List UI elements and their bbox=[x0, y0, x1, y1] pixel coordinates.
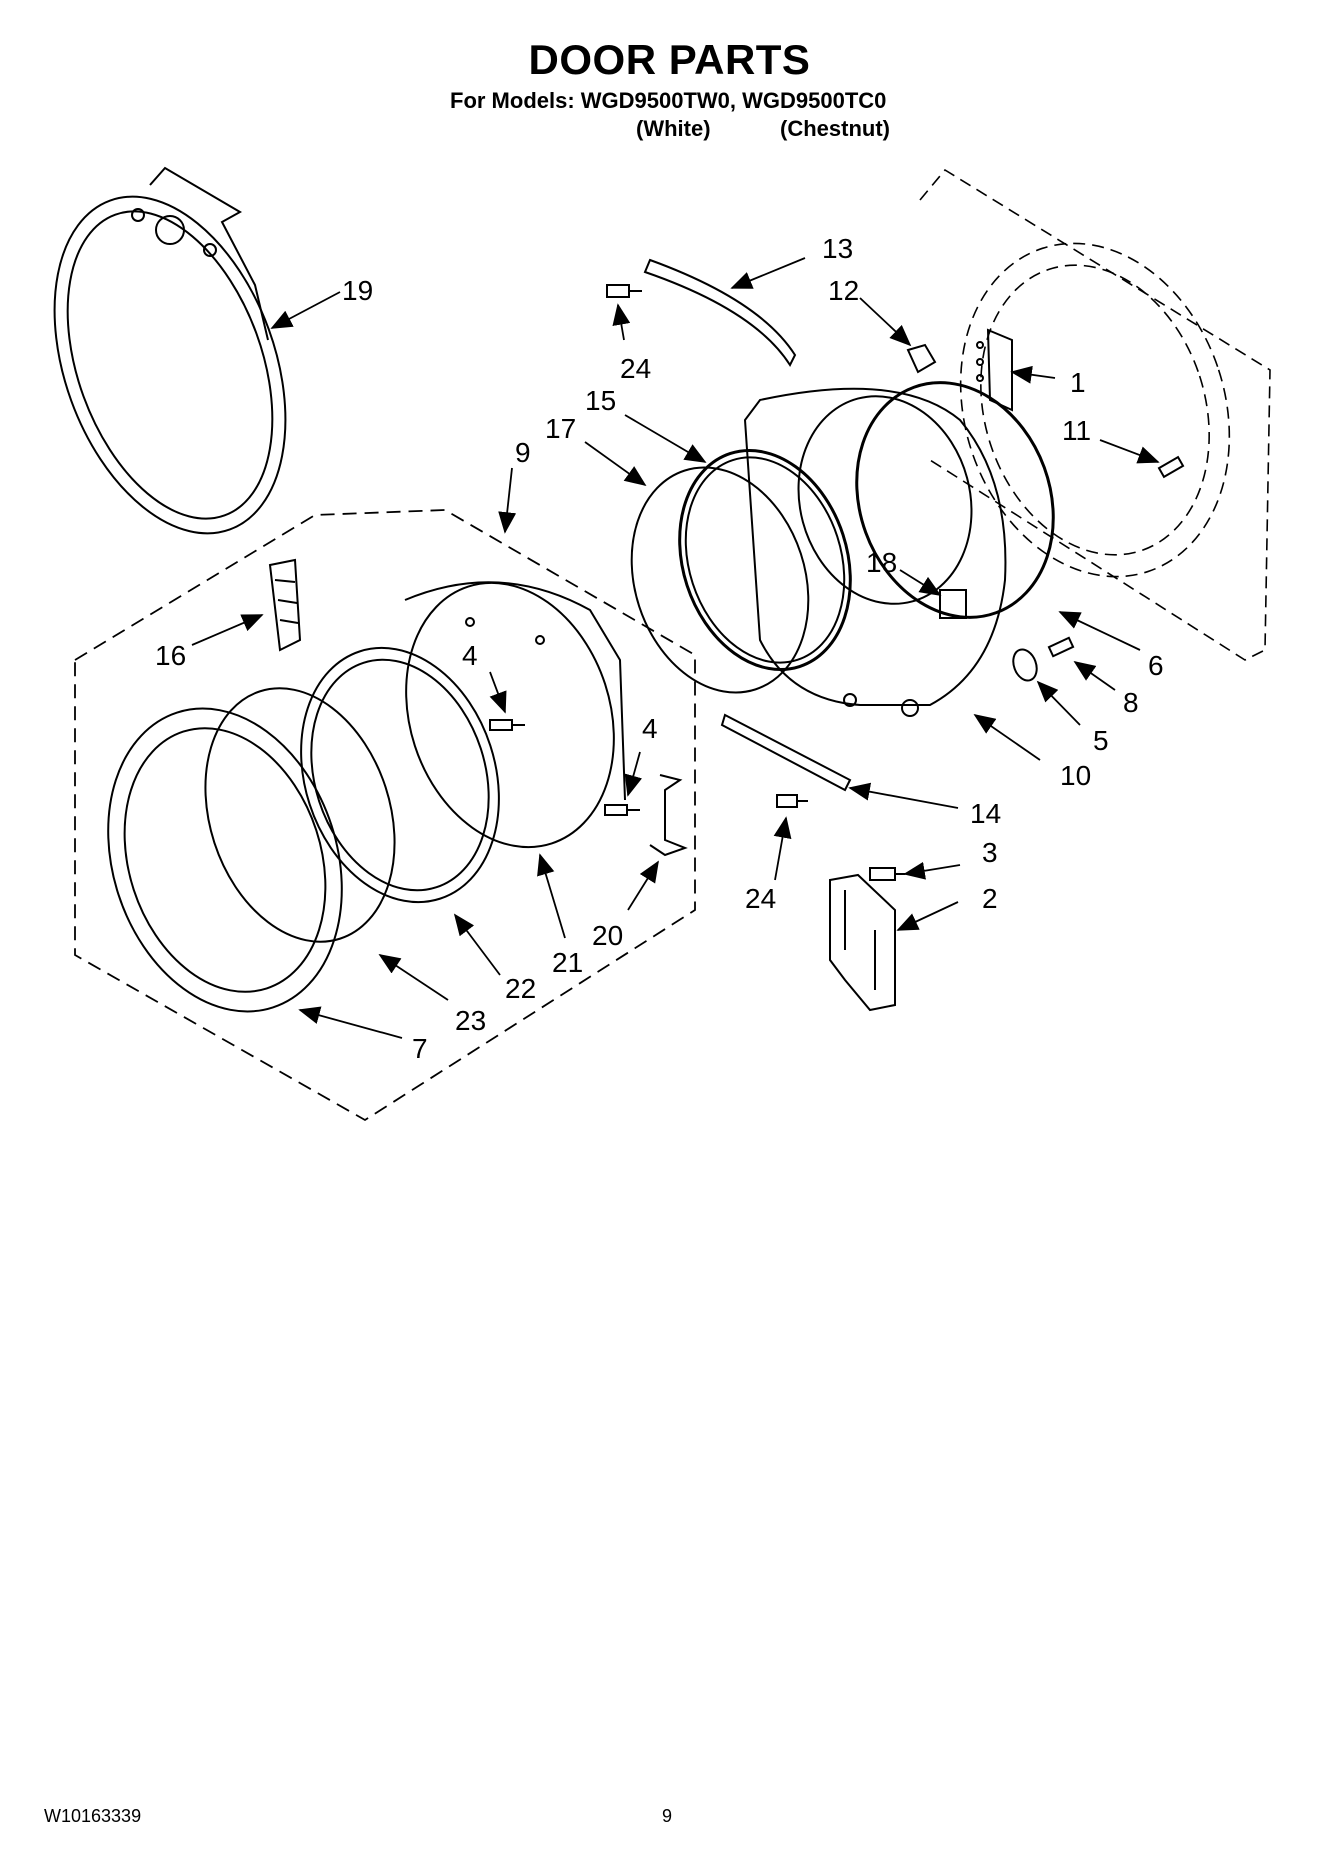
part-10-front-panel bbox=[743, 387, 1007, 717]
part-20-strike-bracket bbox=[649, 774, 688, 857]
leader-18 bbox=[899, 569, 942, 596]
callout-17: 17 bbox=[545, 413, 576, 444]
part-6-front-seal bbox=[855, 381, 1055, 619]
color-white-label: (White) bbox=[636, 116, 711, 141]
leader-2 bbox=[896, 901, 959, 931]
callout-24-top: 24 bbox=[620, 353, 651, 384]
leader-22 bbox=[453, 913, 501, 976]
leader-1 bbox=[1010, 365, 1056, 384]
part-19-drum-front-bearing-ring bbox=[53, 166, 287, 535]
callout-9: 9 bbox=[515, 437, 531, 468]
leader-24-bottom bbox=[773, 816, 792, 881]
callout-16: 16 bbox=[155, 640, 186, 671]
leader-14 bbox=[848, 782, 959, 809]
callout-1: 1 bbox=[1070, 367, 1086, 398]
part-22-inner-door-ring bbox=[300, 646, 500, 904]
callout-10: 10 bbox=[1060, 760, 1091, 791]
leader-10 bbox=[973, 713, 1041, 761]
part-5-washer bbox=[1012, 648, 1038, 682]
leader-4-upper bbox=[489, 671, 507, 714]
callout-7: 7 bbox=[412, 1033, 428, 1064]
callout-5: 5 bbox=[1093, 725, 1109, 756]
leader-3 bbox=[903, 861, 961, 880]
document-code: W10163339 bbox=[44, 1806, 142, 1826]
part-16-hinge bbox=[268, 558, 302, 652]
leader-4-lower bbox=[624, 751, 642, 797]
leader-7 bbox=[298, 1006, 403, 1039]
part-23-door-ring bbox=[204, 687, 396, 943]
callout-12: 12 bbox=[828, 275, 859, 306]
leader-23 bbox=[378, 954, 449, 1001]
leader-16 bbox=[191, 614, 264, 646]
leader-5 bbox=[1036, 680, 1081, 726]
leader-8 bbox=[1073, 660, 1116, 691]
leader-20 bbox=[627, 860, 659, 911]
part-21-inner-door-frame bbox=[404, 581, 626, 849]
callout-20: 20 bbox=[592, 920, 623, 951]
callout-18: 18 bbox=[866, 547, 897, 578]
part-24-screw-top bbox=[606, 284, 642, 298]
callout-11: 11 bbox=[1062, 415, 1091, 446]
leader-19 bbox=[270, 291, 341, 329]
callout-15: 15 bbox=[585, 385, 616, 416]
leader-9 bbox=[498, 467, 517, 534]
leader-24-top bbox=[612, 303, 631, 341]
callout-24-bottom: 24 bbox=[745, 883, 776, 914]
callout-13: 13 bbox=[822, 233, 853, 264]
callout-14: 14 bbox=[970, 798, 1001, 829]
callout-4-lower: 4 bbox=[642, 713, 658, 744]
callout-8: 8 bbox=[1123, 687, 1139, 718]
leader-21 bbox=[537, 853, 566, 939]
leader-15 bbox=[624, 414, 707, 463]
page-number: 9 bbox=[662, 1806, 673, 1826]
part-7-outer-door-ring bbox=[107, 707, 343, 1013]
leader-17 bbox=[584, 441, 647, 487]
part-8-screw bbox=[1047, 636, 1075, 658]
part-3-screw bbox=[869, 867, 905, 881]
callout-6: 6 bbox=[1148, 650, 1164, 681]
part-2-door-lock bbox=[829, 873, 896, 1012]
part-4-screw-lower bbox=[604, 804, 640, 816]
models-line: For Models: WGD9500TW0, WGD9500TC0 bbox=[450, 88, 887, 113]
callout-3: 3 bbox=[982, 837, 998, 868]
part-4-screw-upper bbox=[489, 719, 525, 731]
part-11-screw bbox=[1157, 455, 1185, 479]
part-24-screw-bottom bbox=[776, 794, 808, 808]
part-12-clip bbox=[906, 343, 937, 374]
callout-21: 21 bbox=[552, 947, 583, 978]
callout-22: 22 bbox=[505, 973, 536, 1004]
part-18-door-catch bbox=[939, 589, 967, 619]
color-chestnut-label: (Chestnut) bbox=[780, 116, 890, 141]
page-title: DOOR PARTS bbox=[528, 36, 811, 83]
leader-13 bbox=[730, 257, 806, 289]
callout-19: 19 bbox=[342, 275, 373, 306]
part-9-door-assembly-boundary bbox=[74, 509, 696, 1122]
part-13-hinge-strap bbox=[643, 258, 797, 368]
leader-6 bbox=[1058, 611, 1141, 651]
part-15-glass-gasket bbox=[678, 449, 852, 671]
callout-4-upper: 4 bbox=[462, 640, 478, 671]
part-1-cabinet-section bbox=[919, 168, 1271, 661]
callout-23: 23 bbox=[455, 1005, 486, 1036]
callout-2: 2 bbox=[982, 883, 998, 914]
leader-12 bbox=[859, 297, 912, 347]
part-14-strip bbox=[720, 713, 852, 792]
leader-11 bbox=[1099, 439, 1160, 464]
part-17-door-glass bbox=[630, 466, 810, 694]
part-1-hinge-plate bbox=[976, 328, 1013, 412]
